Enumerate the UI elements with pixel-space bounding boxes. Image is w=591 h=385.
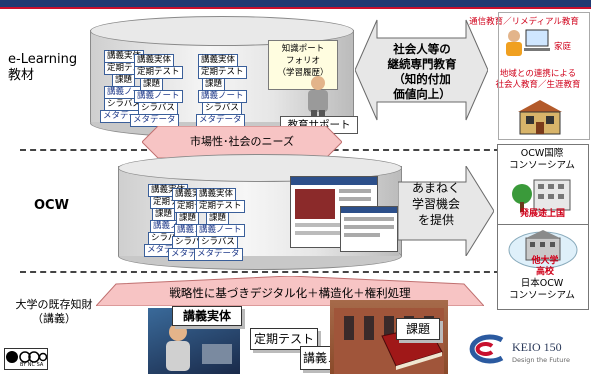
japan-ocw-label: 日本OCW コンソーシアム <box>509 278 575 301</box>
learning-opportunity-text: あまねく 学習機会 を提供 <box>411 181 460 227</box>
card-metadata: メタデータ <box>194 248 243 261</box>
license-text: BY NC SA <box>20 362 44 368</box>
teacher-figure-icon <box>300 74 336 120</box>
separator-line <box>20 271 500 273</box>
lecture-doc: 講義実体 <box>172 306 242 326</box>
home-label: 家庭 <box>554 42 572 52</box>
ocw-website-screenshot <box>340 206 398 252</box>
card-metadata: メタデータ <box>130 114 179 127</box>
person-at-computer-icon <box>500 26 552 60</box>
existing-knowledge-label: 大学の既存知財 （講義） <box>15 298 93 325</box>
community-building-icon <box>510 98 570 136</box>
assignment-doc: 課題 <box>396 318 440 340</box>
exam-doc: 定期テスト <box>250 328 318 350</box>
creative-commons-badge: BY NC SA <box>4 348 48 370</box>
card-exam: 定期テスト <box>198 66 247 79</box>
ocw-label: OCW <box>34 198 69 213</box>
keio-logo-icon <box>462 334 510 364</box>
keio-logo-text: KEIO 150 <box>512 340 562 354</box>
header-bar <box>0 0 591 7</box>
card-syllabus: シラバス <box>198 236 238 249</box>
developing-countries-label: 発展途上国 <box>520 209 566 219</box>
ocw-website-screenshot <box>290 176 378 248</box>
learning-opportunity-arrow <box>397 164 495 258</box>
keio-logo-tagline: Design the Future <box>512 356 570 364</box>
market-needs-text: 市場性･社会のニーズ <box>190 135 294 148</box>
building-tree-icon <box>508 174 576 214</box>
digitization-text: 戦略性に基づきデジタル化＋構造化＋権利処理 <box>169 286 411 300</box>
header-accent-bar <box>0 7 591 9</box>
regional-education-box <box>498 12 590 140</box>
other-universities-label: 他大学 高校 <box>531 256 559 277</box>
regional-education-label: 地域との連携による 社会人教育／生涯教育 <box>495 69 581 90</box>
elearning-label: e-Learning 教材 <box>8 52 78 84</box>
professional-education-text: 社会人等の 継続専門教育 （知的付加 価値向上） <box>387 42 457 101</box>
knowledge-portfolio-box: 知識ポート フォリオ （学習履歴） <box>268 40 338 90</box>
school-building-icon <box>508 228 578 269</box>
ocw-international-label: OCW国際 コンソーシアム <box>509 148 575 171</box>
distance-education-label: 通信教育／リメディアル教育 <box>469 17 579 27</box>
